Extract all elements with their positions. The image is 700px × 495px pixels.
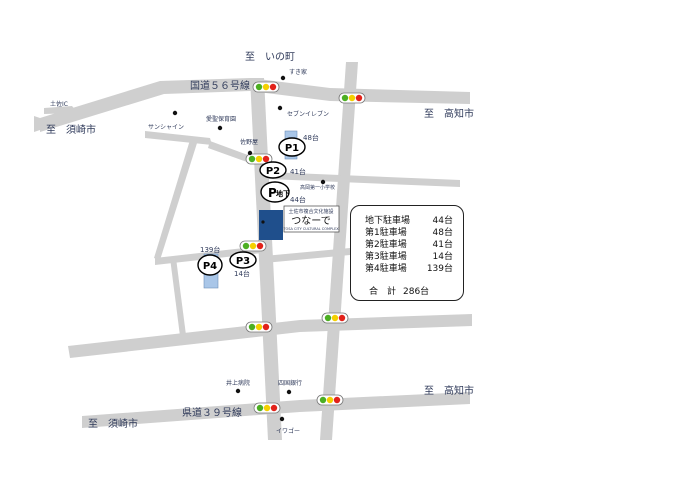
route56-road — [40, 78, 470, 132]
summary-count: 14台 — [432, 252, 453, 262]
road-west-diagonal — [154, 140, 198, 260]
road-school-east — [268, 172, 460, 187]
label-to-susaki-top: 至 須崎市 — [46, 123, 96, 136]
traffic-light-icon — [245, 321, 273, 333]
summary-row: 第1駐車場 48台 — [365, 227, 457, 239]
traffic-light-icon — [253, 402, 281, 414]
pb-sub: 地下 — [276, 189, 290, 198]
landmark-dot-icon — [217, 125, 223, 131]
landmark-iwago: イワゴー — [276, 427, 300, 435]
parking-sign-icon — [229, 251, 257, 269]
landmark-dot-icon — [320, 179, 326, 185]
p2-label: P2 — [266, 166, 280, 177]
p4-count: 139台 — [200, 245, 220, 254]
p2-count: 41台 — [290, 167, 306, 176]
facility-name: つなーで — [291, 215, 330, 227]
traffic-lights — [239, 81, 366, 414]
facility-sub: 土佐市複合文化施設 — [288, 208, 333, 215]
summary-row: 第3駐車場 14台 — [365, 251, 457, 263]
route56-west-spur — [34, 116, 40, 132]
landmark-dots — [172, 75, 326, 422]
underground-lot — [259, 210, 283, 240]
p3-count: 14台 — [234, 269, 250, 278]
summary-row: 第2駐車場 41台 — [365, 239, 457, 251]
road-labels: 至 いの町 国道５６号線 至 高知市 至 須崎市 土佐IC 至 高知市 県道３９… — [46, 51, 474, 430]
parking-sign-icon — [278, 137, 306, 157]
p1-count: 48台 — [303, 133, 319, 142]
p1-label: P1 — [285, 143, 299, 154]
summary-row: 第4駐車場 139台 — [365, 263, 457, 275]
summary-name: 第2駐車場 — [365, 240, 407, 250]
road-south-diagonal — [170, 258, 186, 336]
label-to-kochi-bottom: 至 高知市 — [424, 384, 474, 397]
traffic-light-icon — [239, 240, 267, 252]
summary-count: 139台 — [426, 264, 453, 274]
landmark-sanoya: 佐野屋 — [240, 138, 258, 146]
traffic-light-icon — [316, 394, 344, 406]
summary-row: 地下駐車場 44台 — [365, 215, 457, 227]
summary-total-count: 286台 — [403, 287, 430, 297]
road-to-sunshine — [145, 131, 212, 145]
landmark-dot-icon — [280, 75, 286, 81]
parking-sign-p4: P4 139台 — [197, 245, 223, 276]
landmark-dot-icon — [235, 388, 241, 394]
label-prefroute39: 県道３９号線 — [182, 406, 242, 419]
landmark-dot-icon — [279, 416, 285, 422]
p4-label: P4 — [203, 261, 217, 272]
road-south-east-west — [68, 314, 472, 358]
label-route56: 国道５６号線 — [190, 79, 250, 92]
summary-name: 地下駐車場 — [365, 216, 411, 226]
landmark-sukiya: すき家 — [289, 68, 307, 76]
facility-en: TOSA CITY CULTURAL COMPLEX — [282, 227, 339, 231]
parking-sign-icon — [260, 181, 290, 203]
parking-signs: P1 48台 P2 41台 P 地下 44台 P3 14台 P4 139台 — [197, 133, 319, 278]
summary-count: 44台 — [432, 216, 453, 226]
landmark-shikoku-bank: 四国銀行 — [278, 379, 302, 387]
parking-summary-box: 地下駐車場 44台 第1駐車場 48台 第2駐車場 41台 第3駐車場 14台 … — [350, 205, 464, 301]
ic-spur — [44, 106, 78, 114]
label-tosa-ic: 土佐IC — [50, 100, 68, 108]
landmark-dot-icon — [277, 105, 283, 111]
traffic-light-icon — [245, 153, 273, 165]
landmark-inoue-hospital: 井上病院 — [226, 379, 250, 387]
pb-count: 44台 — [290, 195, 306, 204]
summary-total-label: 合 計 — [369, 287, 397, 297]
label-to-inocho: 至 いの町 — [245, 51, 295, 63]
summary-name: 第4駐車場 — [365, 264, 407, 274]
landmark-dot-icon — [261, 220, 265, 224]
pb-label: P — [268, 186, 277, 200]
landmark-sunshine: サンシャイン — [148, 124, 184, 131]
traffic-light-icon — [252, 81, 280, 93]
label-to-susaki-bottom: 至 須崎市 — [88, 417, 138, 430]
landmark-dot-icon — [286, 389, 292, 395]
summary-name: 第1駐車場 — [365, 228, 407, 238]
parking-sign-underground: P 地下 44台 — [260, 181, 306, 204]
parking-sign-p1: P1 48台 — [278, 133, 319, 157]
landmark-labels: すき家 セブンイレブン サンシャイン 愛聖保育園 佐野屋 高岡第一小学校 井上病… — [148, 68, 335, 435]
road-p2-east — [208, 141, 258, 166]
summary-total: 合 計 286台 — [369, 286, 449, 298]
landmark-aiseihoikuen: 愛聖保育園 — [206, 115, 236, 123]
label-to-kochi-top: 至 高知市 — [424, 107, 474, 120]
p3-label: P3 — [236, 256, 250, 267]
landmark-dot-icon — [247, 150, 253, 156]
parking-sign-p3: P3 14台 — [229, 251, 257, 278]
landmark-seven-eleven: セブンイレブン — [287, 110, 329, 118]
parking-sign-icon — [259, 161, 287, 179]
parking-sign-icon — [197, 254, 223, 276]
parking-sign-p2: P2 41台 — [259, 161, 306, 179]
road-p3-east — [264, 248, 350, 263]
summary-count: 41台 — [432, 240, 453, 250]
summary-name: 第3駐車場 — [365, 252, 407, 262]
summary-count: 48台 — [432, 228, 453, 238]
facility-box: 土佐市複合文化施設 つなーで TOSA CITY CULTURAL COMPLE… — [282, 205, 340, 233]
traffic-light-icon — [321, 312, 349, 324]
landmark-takaoka-school: 高岡第一小学校 — [300, 184, 335, 191]
traffic-light-icon — [338, 92, 366, 104]
landmark-dot-icon — [172, 110, 178, 116]
